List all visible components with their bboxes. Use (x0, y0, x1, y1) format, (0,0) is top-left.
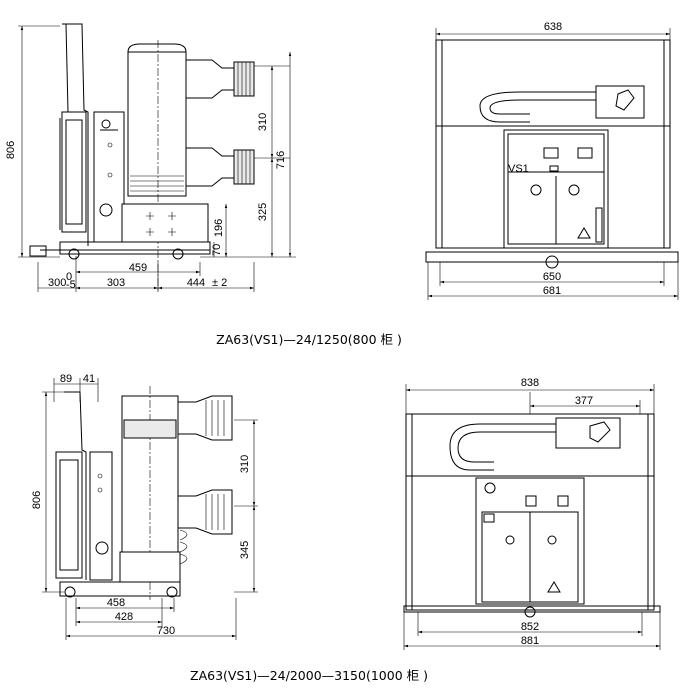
bottom-side-310-label: 310 (239, 455, 251, 473)
bottom-front-view: 838 377 852 881 (403, 377, 661, 650)
top-front-650-label: 650 (543, 271, 561, 283)
top-front-681-label: 681 (543, 285, 561, 297)
bottom-side-458-label: 458 (107, 597, 125, 609)
bottom-side-height-label: 806 (31, 491, 43, 509)
bottom-side-41-label: 41 (83, 373, 95, 385)
bottom-side-428-label: 428 (115, 611, 133, 623)
bottom-front-852-label: 852 (521, 621, 539, 633)
top-side-70-label: 70 (211, 244, 223, 256)
top-side-325-label: 325 (257, 203, 269, 221)
top-side-view: 806 (5, 23, 296, 292)
bottom-side-view: 89 41 806 310 (31, 373, 258, 640)
top-side-300-lower-tol: -5 (66, 279, 76, 291)
top-front-638-label: 638 (544, 21, 562, 33)
bottom-front-377-label: 377 (575, 395, 593, 407)
top-caption: ZA63(VS1)—24/1250(800 柜 ) (216, 332, 402, 347)
top-side-716-label: 716 (275, 151, 287, 169)
top-front-view: 638 VS1 650 681 (425, 21, 679, 300)
top-side-444-tolerance: ± 2 (212, 277, 227, 289)
top-side-196-label: 196 (213, 219, 225, 237)
top-side-height-label: 806 (5, 141, 17, 159)
bottom-caption: ZA63(VS1)—24/2000—3150(1000 柜 ) (190, 668, 428, 683)
bottom-side-89-label: 89 (60, 373, 72, 385)
bottom-front-881-label: 881 (521, 635, 539, 647)
top-side-300-upper-tol: 0 (66, 271, 72, 283)
bottom-side-730-label: 730 (157, 625, 175, 637)
top-side-300-label: 300 (48, 277, 66, 289)
top-side-310-label: 310 (257, 113, 269, 131)
top-side-303-label: 303 (107, 277, 125, 289)
top-front-plate-label: VS1 (508, 163, 529, 175)
bottom-front-838-label: 838 (521, 377, 539, 389)
bottom-side-345-label: 345 (239, 541, 251, 559)
top-side-459-label: 459 (129, 262, 147, 274)
top-side-444-label: 444 (187, 277, 205, 289)
